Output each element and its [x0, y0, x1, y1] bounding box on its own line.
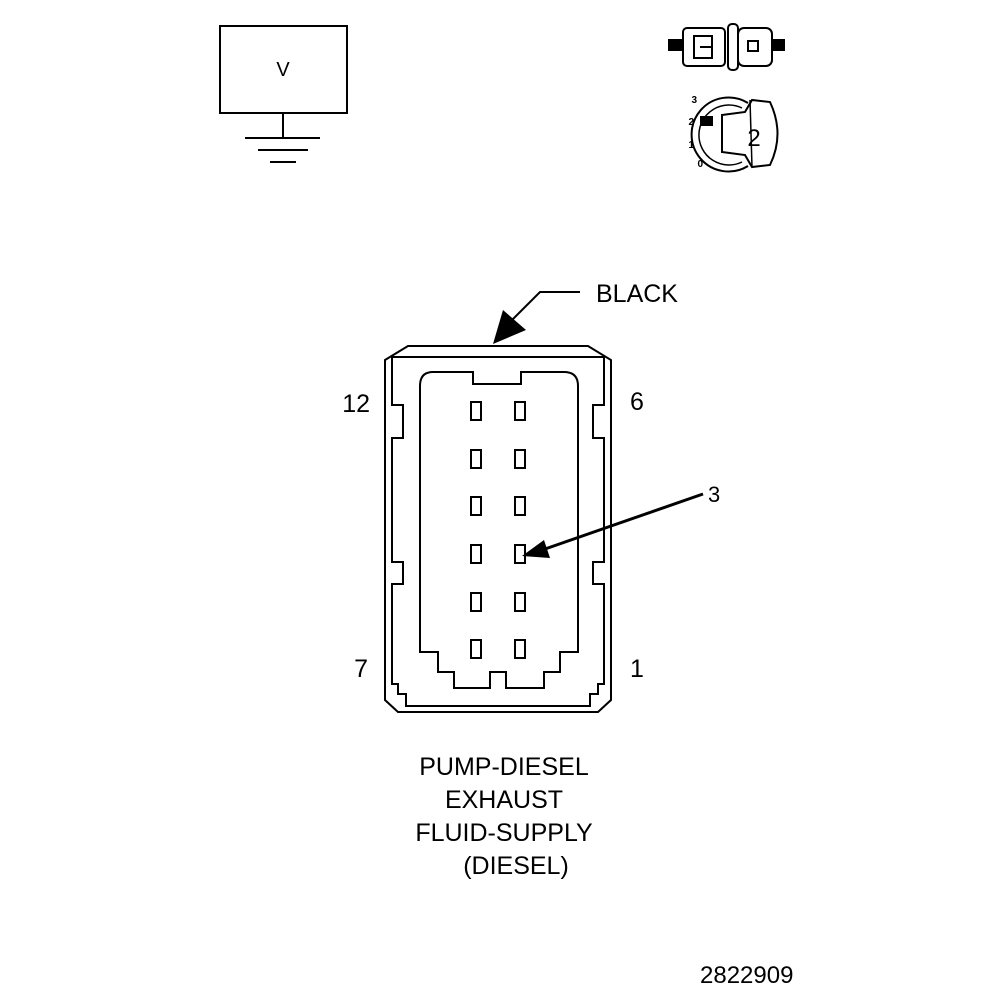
pin-label-12: 12 [342, 390, 370, 418]
figure-number: 2822909 [700, 962, 794, 989]
ignition-position-0: 0 [697, 159, 703, 170]
pin-cavity [514, 496, 526, 516]
ignition-key-label: 2 [747, 125, 760, 152]
ignition-position-3: 3 [691, 95, 697, 106]
pin-cavity [470, 401, 482, 421]
meter-label: V [276, 59, 290, 81]
voltmeter-symbol: V [219, 25, 348, 163]
pin-cavity [470, 449, 482, 469]
pin-label-1: 1 [630, 655, 644, 683]
disconnected-connector-icon [668, 23, 785, 71]
pin-cavity [470, 544, 482, 564]
pin-cavity [470, 592, 482, 612]
pin-label-7: 7 [354, 655, 368, 683]
pin-cavities [470, 401, 526, 659]
pin-callout-label: 3 [708, 482, 720, 507]
connector-title-line-2: EXHAUST [444, 786, 564, 814]
pin-label-6: 6 [630, 388, 644, 416]
pin-cavity [514, 592, 526, 612]
pin-cavity [514, 449, 526, 469]
pin-cavity [470, 639, 482, 659]
ignition-position-2: 2 [688, 117, 694, 128]
color-callout-leader: BLACK [493, 280, 678, 344]
pin-cavity [470, 496, 482, 516]
pin-callout-arrow: 3 [522, 482, 720, 558]
connector-body [384, 345, 612, 713]
pin-cavity [514, 401, 526, 421]
pin-cavity [514, 639, 526, 659]
ignition-position-1: 1 [688, 140, 694, 151]
connector-title-line-3: FLUID-SUPPLY [415, 819, 593, 847]
ignition-switch-icon: 3 2 1 0 2 [688, 95, 779, 173]
pin-cavity [514, 544, 526, 564]
connector-color-label: BLACK [596, 280, 678, 308]
connector-title-line-1: PUMP-DIESEL [419, 753, 589, 781]
connector-title-line-4: (DIESEL) [463, 852, 569, 880]
